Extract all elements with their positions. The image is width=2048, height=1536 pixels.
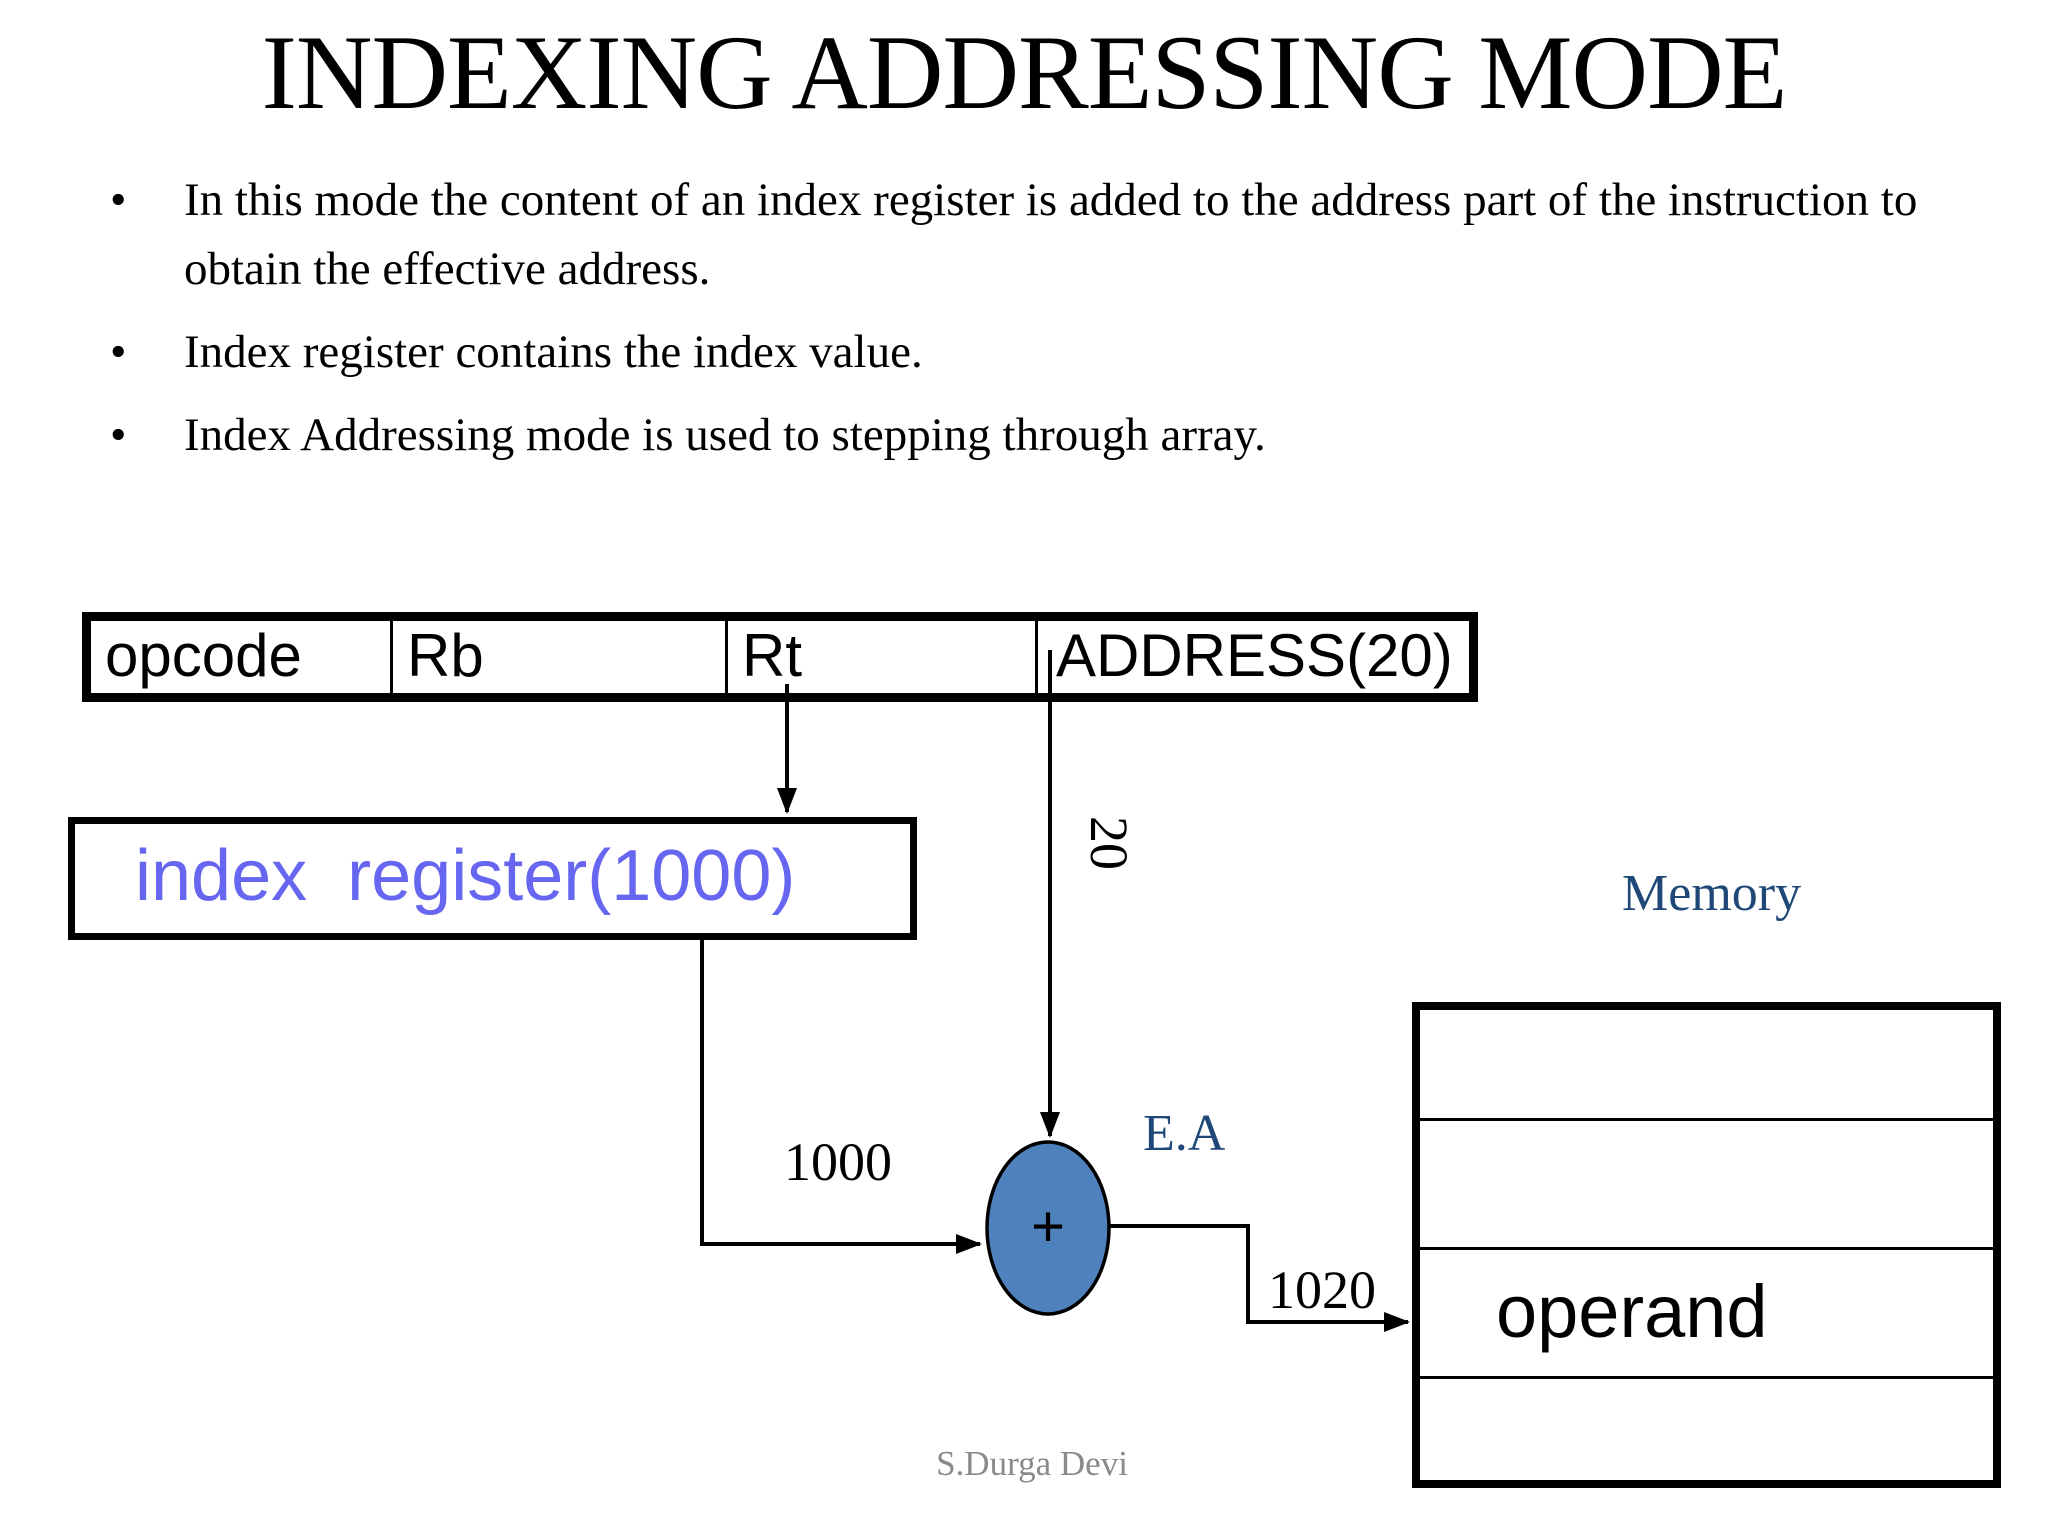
memory-cell bbox=[1420, 1376, 1993, 1480]
memory-title: Memory bbox=[1622, 865, 1802, 922]
field-address: ADDRESS(20) bbox=[1035, 621, 1465, 693]
bullet-list: In this mode the content of an index reg… bbox=[110, 166, 1972, 484]
slide-title: INDEXING ADDRESSING MODE bbox=[261, 14, 1788, 131]
memory-cell bbox=[1420, 1010, 1993, 1118]
memory-box: operand bbox=[1412, 1002, 2001, 1488]
bullet-item: Index register contains the index value. bbox=[110, 318, 1972, 387]
field-rb: Rb bbox=[390, 621, 725, 693]
index-register-to-adder-arrow bbox=[700, 940, 982, 1254]
adder-to-memory-arrow bbox=[1109, 1224, 1410, 1332]
memory-cell bbox=[1420, 1118, 1993, 1247]
adder-ellipse bbox=[985, 1140, 1111, 1316]
memory-cell-operand: operand bbox=[1420, 1247, 1993, 1376]
bullet-item: Index Addressing mode is used to steppin… bbox=[110, 401, 1972, 470]
adder-plus-sign: + bbox=[1031, 1194, 1065, 1260]
field-opcode: opcode bbox=[105, 622, 302, 689]
bullet-item: In this mode the content of an index reg… bbox=[110, 166, 1972, 304]
computed-address-label: 1020 bbox=[1268, 1260, 1376, 1320]
field-rt: Rt bbox=[725, 621, 1035, 693]
address-bits-label: 20 bbox=[1079, 816, 1139, 870]
index-register-box: index register(1000) bbox=[68, 817, 917, 940]
instruction-format-table: opcode Rb Rt ADDRESS(20) bbox=[82, 612, 1478, 702]
effective-address-label: E.A bbox=[1143, 1105, 1226, 1162]
index-value-label: 1000 bbox=[784, 1132, 892, 1192]
footer-author: S.Durga Devi bbox=[936, 1444, 1128, 1483]
